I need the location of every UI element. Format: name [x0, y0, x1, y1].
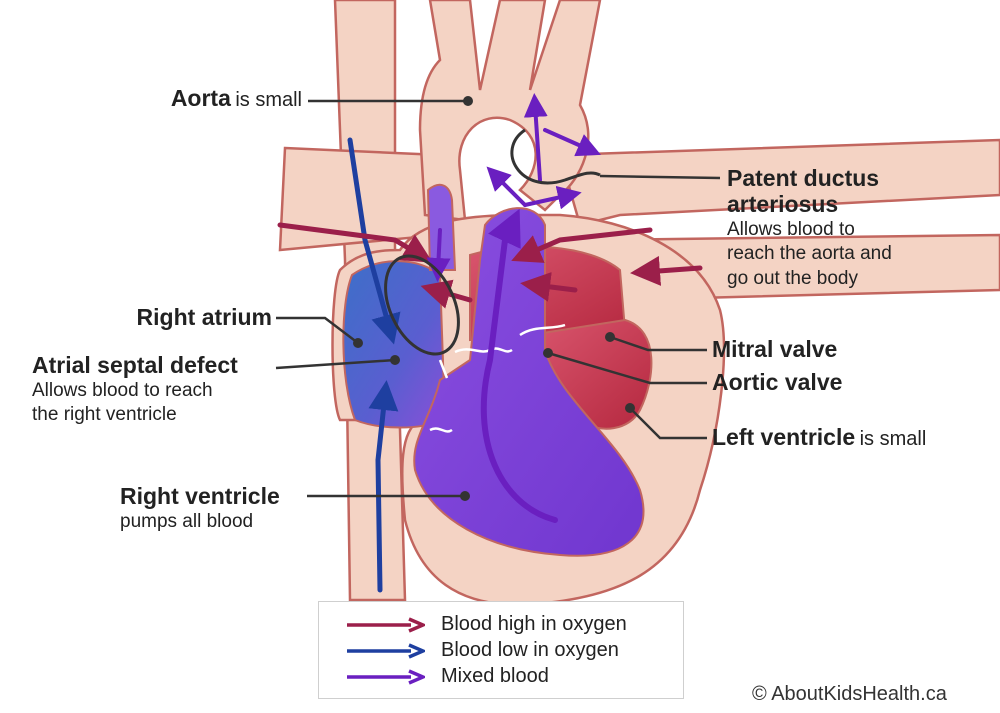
pda-desc-2: reach the aorta and	[727, 243, 892, 265]
pda-desc-3: go out the body	[727, 267, 858, 289]
flow-arrows	[277, 93, 703, 593]
right-atrium-chamber	[342, 260, 447, 429]
left-ventricle-suffix: is small	[859, 428, 927, 450]
mitral-valve-label: Mitral valve	[712, 336, 838, 363]
asd-desc-2: the right ventricle	[32, 404, 177, 426]
asd-desc-1: Allows blood to reach	[32, 379, 213, 401]
copyright-notice: © AboutKidsHealth.ca	[752, 683, 947, 705]
aortic-arch	[418, 0, 602, 222]
legend-item: Blood high in oxygen	[345, 613, 675, 637]
pda-desc-1: Allows blood to	[727, 218, 855, 240]
right-ventricle-desc: pumps all blood	[120, 510, 254, 532]
leader-lines	[275, 96, 721, 501]
mitral-valve-title: Mitral valve	[712, 336, 838, 362]
right-atrium-label: Right atrium	[60, 304, 272, 331]
legend-arrow-red	[347, 617, 425, 633]
legend-label: Blood low in oxygen	[441, 639, 619, 661]
aorta-title: Aorta	[170, 85, 231, 111]
right-ventricle-title: Right ventricle	[120, 483, 280, 509]
pulmonary-veins-right	[558, 138, 1000, 227]
aortic-valve-label: Aortic valve	[712, 369, 843, 396]
legend: Blood high in oxygen Blood low in oxygen…	[318, 601, 684, 699]
pda-title-2: arteriosus	[727, 190, 839, 217]
pulmonary-branch	[426, 183, 457, 271]
asd-title: Atrial septal defect	[32, 352, 238, 378]
legend-item: Mixed blood	[345, 665, 675, 689]
asd-label: Atrial septal defect Allows blood to rea…	[32, 352, 292, 428]
aorta-label: Aorta is small	[150, 85, 302, 112]
legend-label: Blood high in oxygen	[441, 613, 627, 635]
pda-title-1: Patent ductus	[727, 165, 880, 191]
legend-arrow-purple	[347, 669, 425, 685]
aortic-valve-title: Aortic valve	[712, 369, 843, 395]
legend-arrow-blue	[347, 643, 425, 659]
right-atrium-title: Right atrium	[136, 304, 272, 330]
left-ventricle-title: Left ventricle	[712, 424, 856, 450]
legend-label: Mixed blood	[441, 665, 549, 687]
pda-label: Patent ductus arteriosus Allows blood to…	[727, 165, 987, 292]
right-ventricle-label: Right ventricle pumps all blood	[120, 483, 320, 534]
legend-item: Blood low in oxygen	[345, 639, 675, 663]
left-ventricle-label: Left ventricle is small	[712, 424, 992, 451]
pda-highlight-arc	[510, 128, 601, 185]
asd-highlight-circle	[384, 254, 460, 356]
aorta-suffix: is small	[235, 89, 302, 111]
